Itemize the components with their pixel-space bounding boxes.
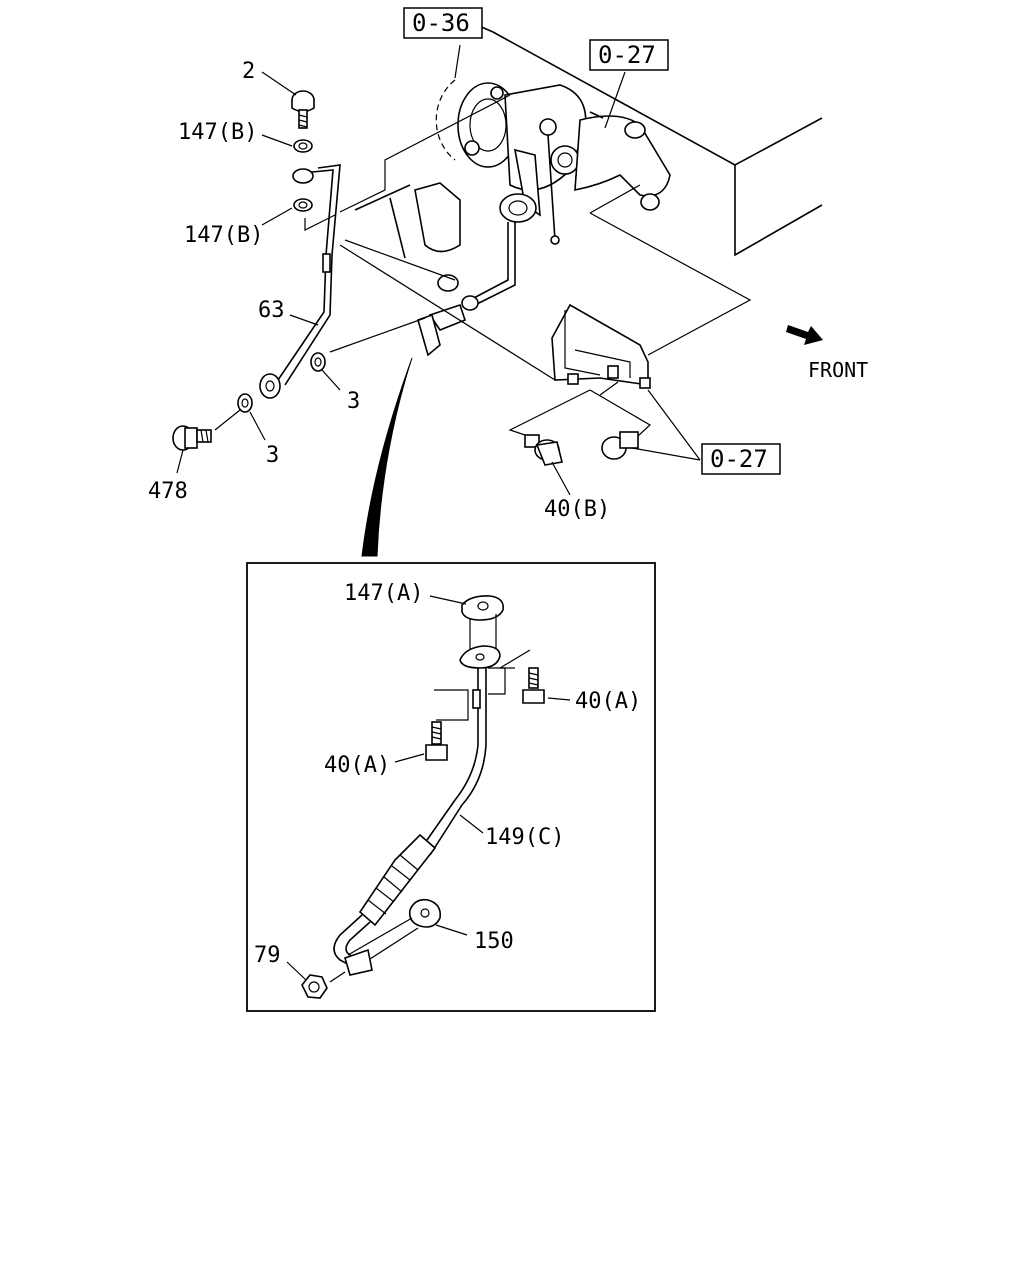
detail-bolt-40a-right bbox=[522, 667, 545, 704]
detail-dash-lines bbox=[286, 595, 571, 983]
oil-feed-pipe bbox=[417, 222, 516, 357]
connector-lines bbox=[214, 94, 752, 437]
label-part-147b-1: 147(B) bbox=[178, 120, 257, 145]
svg-text:0-27: 0-27 bbox=[710, 445, 768, 473]
bolt-2 bbox=[291, 90, 315, 129]
washer-3-center-hole bbox=[314, 357, 322, 367]
label-part-2: 2 bbox=[242, 59, 255, 84]
bolt-027-right bbox=[601, 431, 639, 460]
label-part-478: 478 bbox=[148, 479, 188, 504]
label-part-40b: 40(B) bbox=[544, 497, 610, 522]
washer-147b-bottom-hole bbox=[298, 201, 308, 209]
leader-lines bbox=[176, 44, 701, 496]
washer-147b-bottom bbox=[293, 198, 313, 212]
exhaust-outlet bbox=[574, 111, 671, 211]
label-part-149c: 149(C) bbox=[485, 825, 564, 850]
washer-147b-top-hole bbox=[298, 142, 308, 150]
detail-nut-79 bbox=[301, 974, 328, 999]
bolt-40b bbox=[524, 434, 563, 466]
detail-callout-pointer bbox=[361, 357, 413, 557]
washer-3-left-hole bbox=[241, 398, 249, 408]
label-part-147b-2: 147(B) bbox=[184, 223, 263, 248]
svg-text:0-27: 0-27 bbox=[598, 41, 656, 69]
detail-bolt-40a-left bbox=[425, 721, 448, 761]
front-arrow-icon bbox=[786, 325, 823, 345]
ref-box-027-top: 0-27 bbox=[589, 39, 669, 71]
oil-bracket-block bbox=[354, 182, 461, 292]
flange-bracket bbox=[551, 303, 651, 389]
ref-box-036: 0-36 bbox=[403, 7, 483, 39]
label-part-40a-right: 40(A) bbox=[575, 689, 641, 714]
oil-pipe-63 bbox=[259, 164, 341, 399]
washer-3-left bbox=[237, 393, 253, 413]
bolt-478 bbox=[172, 425, 212, 451]
label-part-147a: 147(A) bbox=[344, 581, 423, 606]
front-label: FRONT bbox=[808, 358, 868, 382]
label-part-3-center: 3 bbox=[347, 389, 360, 414]
turbocharger bbox=[435, 79, 587, 245]
label-part-79: 79 bbox=[254, 943, 281, 968]
label-part-40a-left: 40(A) bbox=[324, 753, 390, 778]
ref-box-027-right: 0-27 bbox=[701, 443, 781, 475]
label-part-63: 63 bbox=[258, 298, 285, 323]
detail-oil-return-pipe-149c bbox=[333, 595, 506, 976]
washer-147b-top bbox=[293, 139, 313, 153]
detail-box bbox=[246, 562, 656, 1012]
washer-3-center bbox=[310, 352, 326, 372]
label-part-150: 150 bbox=[474, 929, 514, 954]
label-part-3-left: 3 bbox=[266, 443, 279, 468]
svg-text:0-36: 0-36 bbox=[412, 9, 470, 37]
